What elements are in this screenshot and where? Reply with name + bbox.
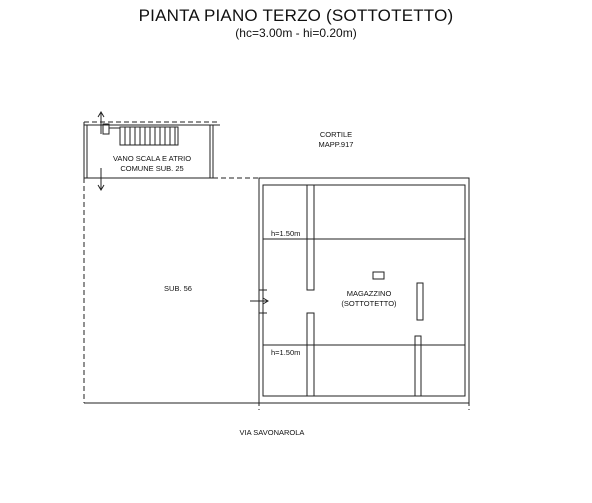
entry-arrow-icon [250, 297, 269, 305]
stairs [102, 123, 179, 146]
section-arrow-top-icon [97, 111, 105, 134]
label-magazzino: MAGAZZINO [347, 289, 392, 298]
label-sub56: SUB. 56 [164, 284, 192, 293]
label-comune-sub: COMUNE SUB. 25 [120, 164, 183, 173]
section-arrow-bottom-icon [97, 168, 105, 191]
label-height-top: h=1.50m [271, 229, 300, 238]
label-vano-scala: VANO SCALA E ATRIO [113, 154, 191, 163]
magazzino-block [258, 177, 470, 410]
stairwell-block [83, 111, 220, 191]
label-sottotetto: (SOTTOTETTO) [341, 299, 397, 308]
label-mapp: MAPP.917 [319, 140, 354, 149]
label-height-bottom: h=1.50m [271, 348, 300, 357]
plan-title: PIANTA PIANO TERZO (SOTTOTETTO) [138, 6, 454, 25]
sub56-outline [83, 177, 259, 404]
label-cortile: CORTILE [320, 130, 352, 139]
label-street: VIA SAVONAROLA [240, 428, 305, 437]
plan-subtitle: (hc=3.00m - hi=0.20m) [235, 26, 357, 40]
